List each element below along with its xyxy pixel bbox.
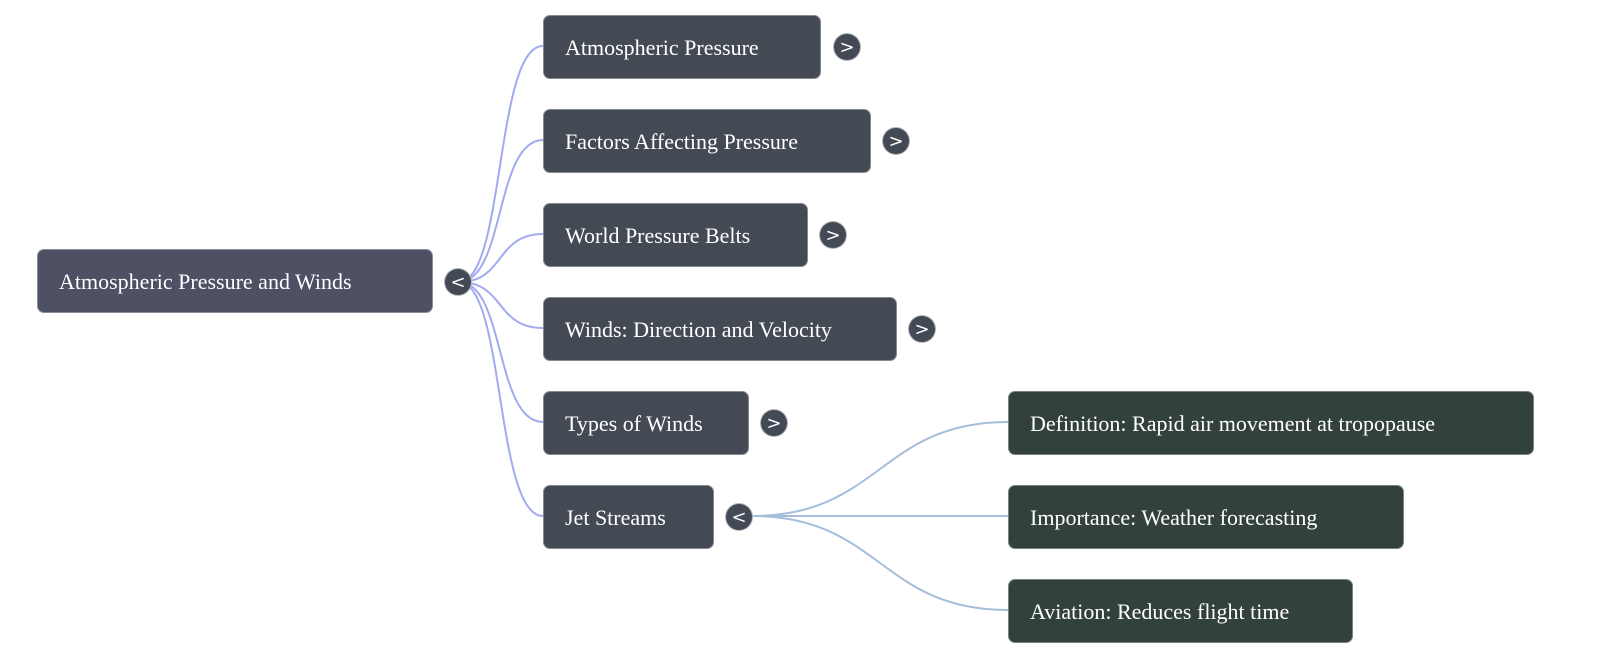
node-label: World Pressure Belts: [565, 223, 751, 248]
node-label: Aviation: Reduces flight time: [1030, 599, 1290, 624]
root-node[interactable]: Atmospheric Pressure and Winds: [37, 249, 433, 313]
edge-jet-streams-to-aviation: [751, 515, 1009, 611]
edge-root-to-factors-affecting-pressure: [458, 139, 544, 283]
node-label: Importance: Weather forecasting: [1030, 505, 1318, 530]
node-jet-streams-aviation[interactable]: Aviation: Reduces flight time: [1008, 579, 1353, 643]
expand-toggle-world-pressure-belts[interactable]: >: [819, 221, 847, 249]
edge-root-to-atmospheric-pressure: [458, 45, 544, 283]
edge-jet-streams-to-definition: [751, 421, 1009, 517]
root-node-label: Atmospheric Pressure and Winds: [59, 269, 352, 294]
node-label: Types of Winds: [565, 411, 703, 436]
node-factors-affecting-pressure[interactable]: Factors Affecting Pressure: [543, 109, 871, 173]
collapse-toggle-root[interactable]: <: [444, 268, 472, 296]
collapse-toggle-jet-streams[interactable]: <: [725, 503, 753, 531]
node-world-pressure-belts[interactable]: World Pressure Belts: [543, 203, 808, 267]
edge-root-to-winds-direction-velocity: [458, 281, 544, 329]
node-label: Definition: Rapid air movement at tropop…: [1030, 411, 1436, 436]
node-label: Atmospheric Pressure: [565, 35, 759, 60]
node-jet-streams-definition[interactable]: Definition: Rapid air movement at tropop…: [1008, 391, 1534, 455]
node-types-of-winds[interactable]: Types of Winds: [543, 391, 749, 455]
node-label: Jet Streams: [565, 505, 666, 530]
node-label: Winds: Direction and Velocity: [565, 317, 832, 342]
expand-toggle-factors-affecting-pressure[interactable]: >: [882, 127, 910, 155]
expand-toggle-atmospheric-pressure[interactable]: >: [833, 33, 861, 61]
expand-toggle-types-of-winds[interactable]: >: [760, 409, 788, 437]
node-winds-direction-velocity[interactable]: Winds: Direction and Velocity: [543, 297, 897, 361]
node-jet-streams-importance[interactable]: Importance: Weather forecasting: [1008, 485, 1404, 549]
edge-root-to-world-pressure-belts: [458, 233, 544, 283]
edge-root-to-jet-streams: [458, 281, 544, 517]
node-atmospheric-pressure[interactable]: Atmospheric Pressure: [543, 15, 821, 79]
edge-root-to-types-of-winds: [458, 281, 544, 423]
expand-toggle-winds-direction-velocity[interactable]: >: [908, 315, 936, 343]
node-jet-streams[interactable]: Jet Streams: [543, 485, 714, 549]
node-label: Factors Affecting Pressure: [565, 129, 798, 154]
